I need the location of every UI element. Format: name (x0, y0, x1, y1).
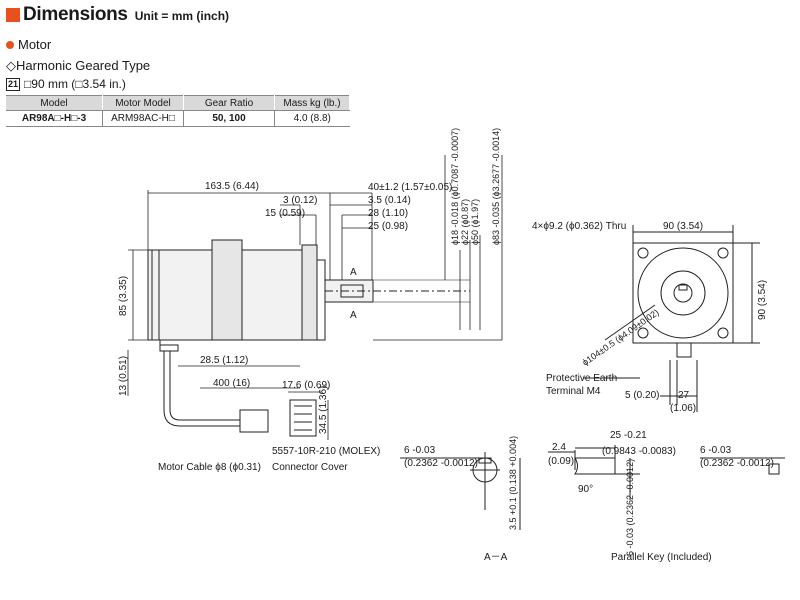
cell-mass: 4.0 (8.8) (274, 110, 350, 127)
dim-27: 27 (678, 390, 690, 401)
section-mark-a-top: A (350, 267, 357, 278)
dia-83: ϕ83 -0.035 (ϕ3.2677 -0.0014) (491, 128, 501, 245)
frame-size: 21 □90 mm (□3.54 in.) (6, 77, 126, 91)
spec-table: Model Motor Model Gear Ratio Mass kg (lb… (6, 95, 350, 127)
col-header: Gear Ratio (183, 95, 275, 111)
unit-note: Unit = mm (inch) (134, 9, 230, 23)
key-height: 6 -0.03 (0.2362 -0.0012) (625, 459, 635, 556)
key-width-inch: (0.2362 -0.0012) (700, 458, 774, 469)
col-header: Mass kg (lb.) (274, 95, 350, 111)
table-row: AR98A□-H□-3 ARM98AC-H□ 50, 100 4.0 (8.8) (6, 110, 350, 127)
key-width: 6 -0.03 (700, 445, 732, 456)
motor-cable-label: Motor Cable ϕ8 (ϕ0.31) (158, 462, 261, 473)
parallel-key (548, 445, 785, 500)
dim-overall-length: 163.5 (6.44) (205, 181, 259, 192)
holes-label: 4×ϕ9.2 (ϕ0.362) Thru (532, 221, 626, 232)
orange-dot-icon (6, 40, 14, 49)
dim-13: 13 (0.51) (118, 356, 129, 396)
earth-label: Protective Earth (546, 373, 617, 384)
dim-25: 25 (0.98) (368, 221, 408, 232)
orange-square-icon (6, 8, 20, 22)
dim-5: 5 (0.20) (625, 390, 659, 401)
connector-cover-label: Connector Cover (272, 462, 348, 473)
side-view-dimension-lines (127, 155, 503, 440)
dim-34-5: 34.5 (1.36) (318, 386, 329, 434)
dimensions-header: Dimensions Unit = mm (inch) (6, 4, 230, 25)
section-aa-label: A－A (484, 552, 508, 563)
col-header: Motor Model (102, 95, 184, 111)
col-header: Model (6, 95, 103, 111)
dim-15: 15 (0.59) (265, 208, 305, 219)
parallel-key-label: Parallel Key (Included) (611, 552, 712, 563)
cell-model: AR98A□-H□-3 (6, 110, 103, 127)
cell-gear-ratio: 50, 100 (183, 110, 275, 127)
dim-front-height: 90 (3.54) (757, 280, 768, 320)
dim-28: 28 (1.10) (368, 208, 408, 219)
section-heading: Motor (6, 37, 51, 52)
dim-40: 40±1.2 (1.57±0.05) (368, 182, 452, 193)
dia-18: ϕ18 -0.018 (ϕ0.7087 -0.0007) (450, 128, 460, 245)
dim-28-5: 28.5 (1.12) (200, 355, 248, 366)
key-2-4-inch: (0.09) (548, 456, 574, 467)
section-label: Motor (18, 37, 52, 52)
pcd-label: ϕ104±0.5 (ϕ4.09±0.02) (580, 307, 660, 367)
dia-50: ϕ50 (ϕ1.97) (470, 199, 480, 245)
aa-height: 3.5 +0.1 (0.138 +0.004) (508, 436, 518, 530)
motor-cable (163, 351, 317, 437)
aa-width: 6 -0.03 (404, 445, 436, 456)
connector-model: 5557-10R-210 (MOLEX) (272, 446, 380, 457)
section-a-a (400, 452, 521, 530)
dim-85: 85 (3.35) (118, 276, 129, 316)
subtype-label: ◇Harmonic Geared Type (6, 58, 151, 73)
key-25: 25 -0.21 (610, 430, 647, 441)
dim-17-6: 17.6 (0.69) (282, 380, 330, 391)
key-angle: 90° (578, 484, 593, 495)
dia-22: ϕ22 (ϕ0.87) (460, 199, 470, 245)
dim-27-inch: (1.06) (670, 403, 696, 414)
earth-terminal-label: Terminal M4 (546, 386, 601, 397)
aa-width-inch: (0.2362 -0.0012) (404, 458, 478, 469)
table-header-row: Model Motor Model Gear Ratio Mass kg (lb… (6, 95, 350, 111)
dim-400: 400 (16) (213, 378, 250, 389)
frame-size-text: □90 mm (□3.54 in.) (24, 77, 126, 91)
frame-code: 21 (6, 77, 21, 91)
key-2-4: 2.4 (552, 442, 566, 453)
motor-side-view (147, 239, 470, 352)
dim-3: 3 (0.12) (283, 195, 317, 206)
dim-front-width: 90 (3.54) (663, 221, 703, 232)
key-25-inch: (0.9843 -0.0083) (602, 446, 676, 457)
motor-front-view (583, 225, 760, 412)
page-title: Dimensions (23, 4, 128, 25)
cell-motor-model: ARM98AC-H□ (102, 110, 184, 127)
section-mark-a-bottom: A (350, 310, 357, 321)
dim-3-5: 3.5 (0.14) (368, 195, 411, 206)
